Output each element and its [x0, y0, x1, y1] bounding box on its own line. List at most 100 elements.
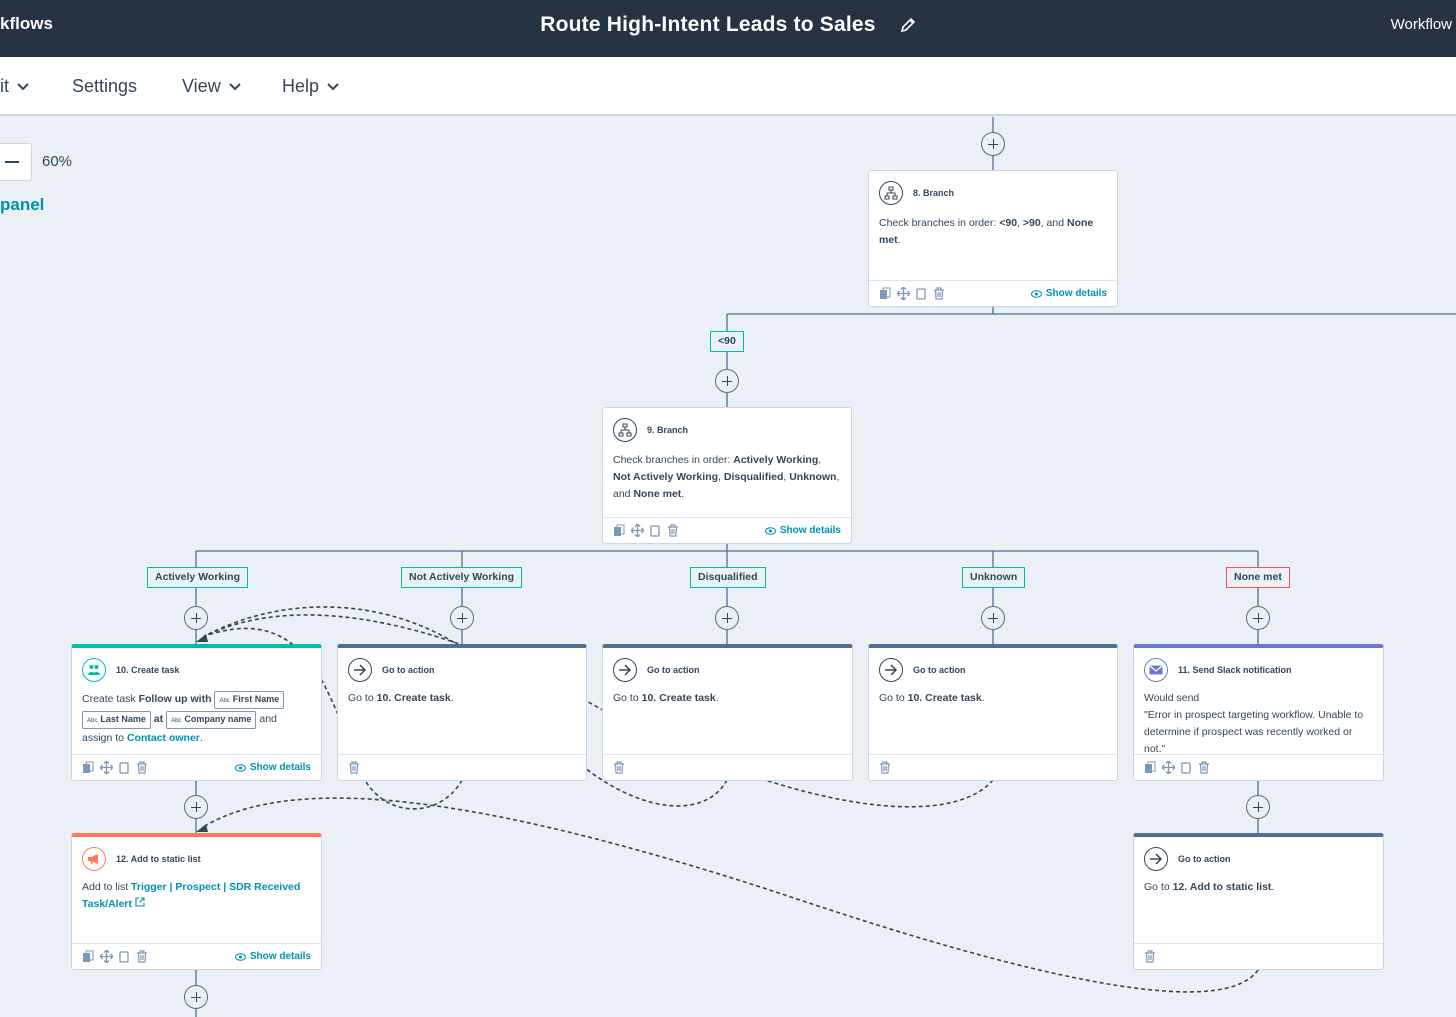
branch-label-lt90[interactable]: <90 — [710, 331, 744, 352]
body-text: . — [199, 732, 203, 744]
show-details-link[interactable]: Show details — [234, 762, 311, 773]
trash-icon[interactable] — [1144, 950, 1156, 963]
move-icon[interactable] — [1161, 760, 1176, 775]
body-text: . — [450, 692, 454, 704]
copy-icon[interactable] — [82, 761, 94, 774]
zoom-out-button[interactable] — [0, 143, 32, 181]
show-details-link[interactable]: Show details — [234, 951, 311, 962]
branch-label-none-met[interactable]: None met — [1226, 567, 1290, 588]
megaphone-icon — [82, 847, 106, 871]
branch-label-actively-working[interactable]: Actively Working — [147, 567, 248, 588]
add-action-button[interactable] — [715, 606, 739, 630]
menu-edit[interactable]: it — [0, 76, 29, 97]
action-card-static-list-12[interactable]: 12. Add to static list Add to list Trigg… — [71, 833, 322, 970]
token-label: Company name — [184, 714, 252, 724]
add-action-button[interactable] — [1246, 795, 1270, 819]
branch-label-not-actively-working[interactable]: Not Actively Working — [401, 567, 523, 588]
action-card-goto-static-list[interactable]: Go to action Go to 12. Add to static lis… — [1133, 833, 1384, 970]
task-name: Follow up with — [138, 693, 212, 705]
workflow-title[interactable]: Route High-Intent Leads to Sales — [0, 13, 1456, 39]
clone-icon[interactable] — [1180, 761, 1192, 774]
trash-icon[interactable] — [613, 761, 625, 774]
move-icon[interactable] — [630, 523, 645, 538]
copy-icon[interactable] — [613, 524, 625, 537]
card-body: Would send "Error in prospect targeting … — [1144, 690, 1373, 758]
copy-icon[interactable] — [82, 950, 94, 963]
action-card-create-task-10[interactable]: 10. Create task Create task Follow up wi… — [71, 644, 322, 781]
copy-icon[interactable] — [1144, 761, 1156, 774]
menu-view[interactable]: View — [182, 76, 241, 97]
body-text: . — [715, 692, 719, 704]
clone-icon[interactable] — [118, 950, 130, 963]
add-action-button[interactable] — [184, 606, 208, 630]
card-header: 12. Add to static list — [82, 847, 201, 871]
show-details-link[interactable]: Show details — [1030, 288, 1107, 299]
branch-name: None met — [633, 488, 682, 500]
copy-icon[interactable] — [879, 287, 891, 300]
card-footer — [869, 754, 1117, 780]
action-card-goto-not-actively-working[interactable]: Go to action Go to 10. Create task. — [337, 644, 587, 781]
action-card-branch-8[interactable]: 8. Branch Check branches in order: <90, … — [868, 170, 1118, 307]
panel-link[interactable]: panel — [0, 195, 45, 214]
add-action-button[interactable] — [981, 606, 1005, 630]
trash-icon[interactable] — [879, 761, 891, 774]
body-text: . — [981, 692, 985, 704]
trash-icon[interactable] — [933, 287, 945, 300]
menu-view-label: View — [182, 76, 221, 96]
body-text: Go to — [613, 692, 642, 704]
external-link-icon[interactable] — [135, 897, 145, 907]
trash-icon[interactable] — [667, 524, 679, 537]
clone-icon[interactable] — [915, 287, 927, 300]
card-title: Go to action — [647, 665, 700, 675]
action-card-branch-9[interactable]: 9. Branch Check branches in order: Activ… — [602, 407, 852, 544]
card-body: Check branches in order: Actively Workin… — [613, 454, 840, 500]
menu-help[interactable]: Help — [282, 76, 339, 97]
move-icon[interactable] — [99, 760, 114, 775]
branch-label-unknown[interactable]: Unknown — [962, 567, 1026, 588]
card-title: Go to action — [382, 665, 435, 675]
card-footer — [338, 754, 586, 780]
action-card-slack-11[interactable]: 11. Send Slack notification Would send "… — [1133, 644, 1384, 781]
trash-icon[interactable] — [348, 761, 360, 774]
clone-icon[interactable] — [649, 524, 661, 537]
add-action-button[interactable] — [715, 369, 739, 393]
add-action-button[interactable] — [450, 606, 474, 630]
branch-icon — [879, 181, 903, 205]
add-action-button[interactable] — [184, 985, 208, 1009]
trash-icon[interactable] — [136, 950, 148, 963]
show-details-link[interactable]: Show details — [764, 525, 841, 536]
card-body: Check branches in order: <90, >90, and N… — [879, 217, 1094, 246]
card-title: Go to action — [913, 665, 966, 675]
eye-icon — [234, 763, 246, 772]
card-header: Go to action — [1144, 847, 1231, 871]
workflow-nav-link[interactable]: Workflow — [1390, 16, 1452, 33]
branch-label-disqualified[interactable]: Disqualified — [690, 567, 766, 588]
app-header: kflows Route High-Intent Leads to Sales … — [0, 0, 1456, 57]
body-text: and — [259, 713, 277, 725]
owner-link[interactable]: Contact owner — [126, 732, 200, 744]
card-title: 9. Branch — [647, 425, 689, 435]
add-action-button[interactable] — [1246, 606, 1270, 630]
menu-settings[interactable]: Settings — [72, 76, 137, 97]
action-card-goto-disqualified[interactable]: Go to action Go to 10. Create task. — [602, 644, 853, 781]
move-icon[interactable] — [896, 286, 911, 301]
list-link[interactable]: Trigger | Prospect | SDR Received Task/A… — [82, 881, 301, 910]
token-label: Last Name — [100, 714, 146, 724]
move-icon[interactable] — [99, 949, 114, 964]
clone-icon[interactable] — [118, 761, 130, 774]
add-action-button[interactable] — [981, 132, 1005, 156]
chevron-down-icon — [327, 83, 339, 91]
goto-target: 12. Add to static list — [1172, 881, 1272, 893]
chevron-down-icon — [17, 83, 29, 91]
pencil-icon[interactable] — [900, 15, 916, 39]
menu-bar: it Settings View Help — [0, 57, 1456, 116]
action-card-goto-unknown[interactable]: Go to action Go to 10. Create task. — [868, 644, 1118, 781]
add-action-button[interactable] — [184, 795, 208, 819]
trash-icon[interactable] — [136, 761, 148, 774]
show-details-label: Show details — [249, 762, 311, 773]
app-name[interactable]: kflows — [0, 14, 53, 33]
trash-icon[interactable] — [1198, 761, 1210, 774]
card-body: Go to 12. Add to static list. — [1144, 879, 1373, 896]
body-text: . — [1271, 881, 1275, 893]
